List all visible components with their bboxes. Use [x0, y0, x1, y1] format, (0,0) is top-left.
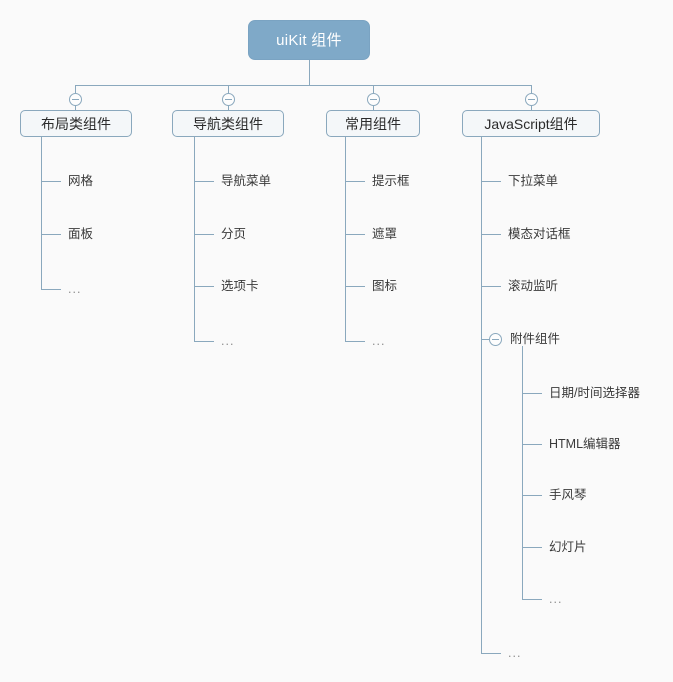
root-drop-connector — [309, 60, 310, 85]
leaf-common-0[interactable]: 提示框 — [372, 174, 410, 188]
spine-nav — [194, 137, 195, 341]
root-node[interactable]: uiKit 组件 — [248, 20, 370, 60]
branch-stem-nav-lower — [228, 106, 229, 111]
leaf-attachment-1[interactable]: HTML编辑器 — [549, 437, 621, 451]
collapse-minus-icon-common[interactable] — [367, 93, 380, 106]
collapse-minus-icon-js[interactable] — [525, 93, 538, 106]
branch-node-js[interactable]: JavaScript组件 — [462, 110, 600, 137]
leaf-connector — [345, 341, 365, 342]
leaf-js-0[interactable]: 下拉菜单 — [508, 174, 559, 188]
leaf-connector — [481, 339, 489, 340]
branch-stem-nav — [228, 85, 229, 93]
leaf-connector — [41, 181, 61, 182]
leaf-connector — [481, 286, 501, 287]
spine-common — [345, 137, 346, 341]
leaf-connector — [194, 234, 214, 235]
leaf-connector — [345, 286, 365, 287]
leaf-connector — [345, 181, 365, 182]
spine-layout — [41, 137, 42, 289]
collapse-minus-icon-layout[interactable] — [69, 93, 82, 106]
leaf-js-2[interactable]: 滚动监听 — [508, 279, 559, 293]
leaf-nav-0[interactable]: 导航菜单 — [221, 174, 272, 188]
leaf-layout-2[interactable]: ... — [68, 282, 82, 296]
leaf-connector — [194, 181, 214, 182]
leaf-connector — [522, 393, 542, 394]
spine-js — [481, 137, 482, 653]
branch-stem-common — [373, 85, 374, 93]
leaf-nav-1[interactable]: 分页 — [221, 227, 247, 241]
leaf-common-1[interactable]: 遮罩 — [372, 227, 398, 241]
leaf-connector — [41, 289, 61, 290]
collapse-minus-icon-attachment[interactable] — [489, 333, 502, 346]
leaf-connector — [345, 234, 365, 235]
branch-stem-common-lower — [373, 106, 374, 111]
branch-node-nav[interactable]: 导航类组件 — [172, 110, 284, 137]
leaf-connector — [522, 444, 542, 445]
leaf-js-1[interactable]: 模态对话框 — [508, 227, 571, 241]
leaf-connector — [522, 495, 542, 496]
leaf-layout-0[interactable]: 网格 — [68, 174, 94, 188]
branch-stem-layout — [75, 85, 76, 93]
branch-node-layout[interactable]: 布局类组件 — [20, 110, 132, 137]
leaf-layout-1[interactable]: 面板 — [68, 227, 94, 241]
leaf-attachment-0[interactable]: 日期/时间选择器 — [549, 386, 640, 400]
leaf-common-2[interactable]: 图标 — [372, 279, 398, 293]
branch-bus-connector — [75, 85, 531, 86]
leaf-js-4[interactable]: ... — [508, 646, 522, 660]
leaf-connector — [481, 234, 501, 235]
leaf-attachment-3[interactable]: 幻灯片 — [549, 540, 587, 554]
leaf-connector — [522, 599, 542, 600]
branch-stem-layout-lower — [75, 106, 76, 111]
leaf-connector — [481, 653, 501, 654]
leaf-connector — [194, 341, 214, 342]
leaf-connector — [481, 181, 501, 182]
branch-node-common[interactable]: 常用组件 — [326, 110, 420, 137]
spine-attachment — [522, 346, 523, 599]
leaf-connector — [41, 234, 61, 235]
leaf-connector — [194, 286, 214, 287]
collapse-minus-icon-nav[interactable] — [222, 93, 235, 106]
leaf-nav-3[interactable]: ... — [221, 334, 235, 348]
leaf-common-3[interactable]: ... — [372, 334, 386, 348]
branch-stem-js — [531, 85, 532, 93]
leaf-connector — [522, 547, 542, 548]
leaf-js-3-attachment[interactable]: 附件组件 — [510, 332, 561, 346]
leaf-attachment-4[interactable]: ... — [549, 592, 563, 606]
leaf-nav-2[interactable]: 选项卡 — [221, 279, 259, 293]
branch-stem-js-lower — [531, 106, 532, 111]
leaf-attachment-2[interactable]: 手风琴 — [549, 488, 587, 502]
